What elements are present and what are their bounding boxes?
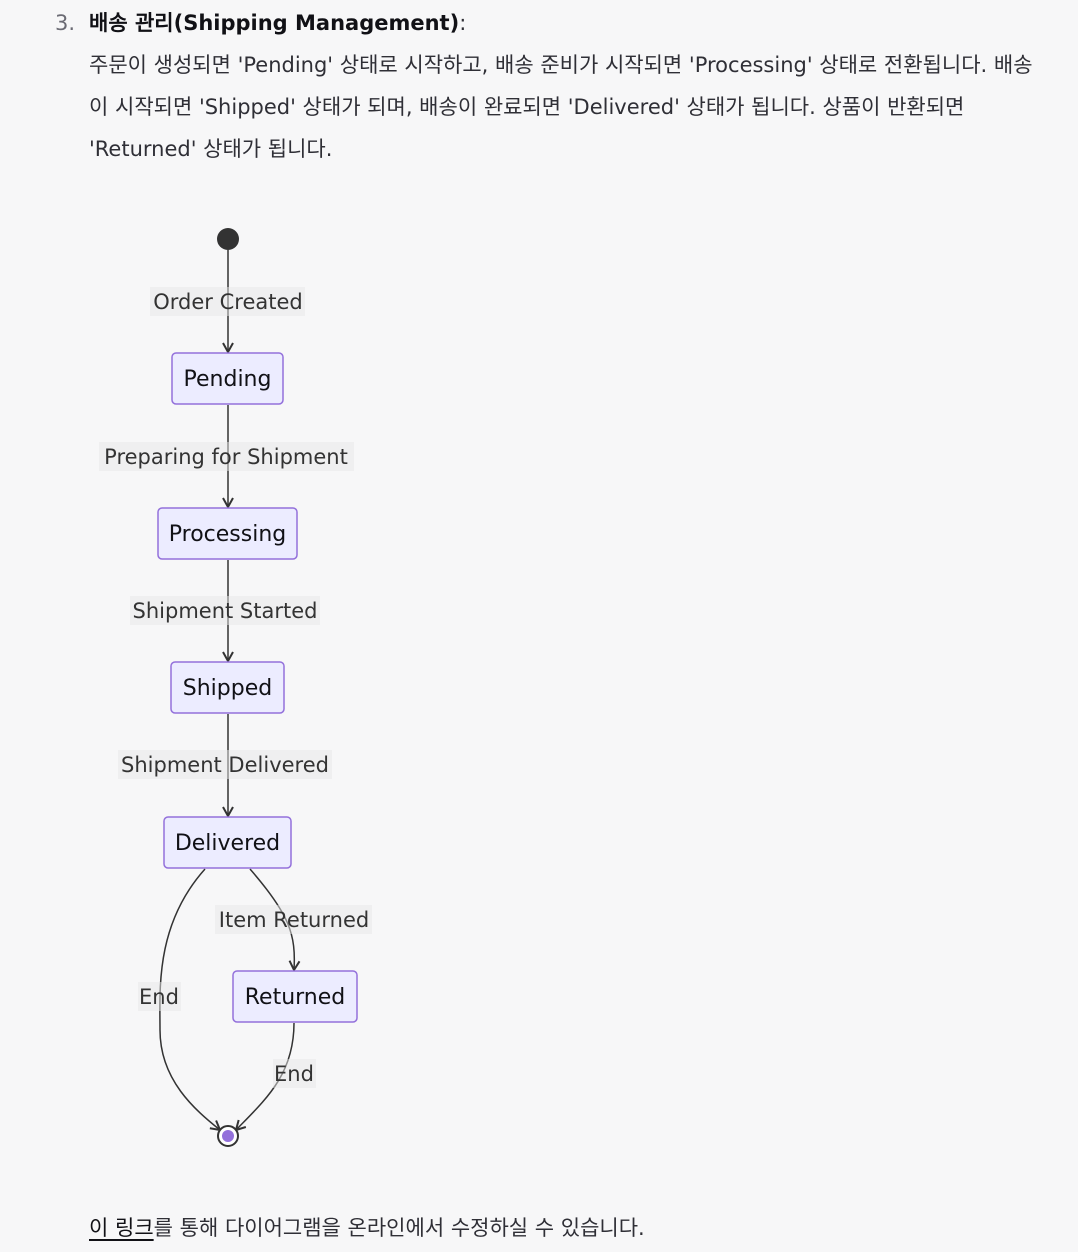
state-processing: Processing: [157, 507, 298, 560]
section-title: 배송 관리(Shipping Management):: [89, 9, 466, 37]
label-end-delivered: End: [139, 985, 179, 1009]
label-bg-order-created: [150, 287, 305, 316]
end-node: [217, 1125, 239, 1147]
end-node-inner: [222, 1130, 234, 1142]
edge-delivered-end: [159, 868, 220, 1130]
label-bg-end-returned: [273, 1059, 316, 1088]
label-end-returned: End: [274, 1062, 314, 1086]
transition-shipment-started: Shipment Started: [130, 596, 320, 625]
state-box-shipped: [170, 661, 285, 714]
state-diagram: Order Created Preparing for Shipment Shi…: [99, 228, 372, 1147]
list-number: 3.: [55, 11, 76, 35]
section-title-colon: :: [459, 11, 467, 35]
label-bg-shipment-delivered: [118, 750, 332, 779]
label-bg-shipment-started: [130, 596, 320, 625]
state-label-delivered: Delivered: [175, 831, 280, 856]
label-shipment-started: Shipment Started: [133, 599, 318, 623]
label-bg-item-returned: [215, 905, 372, 934]
state-returned: Returned: [232, 970, 358, 1023]
label-preparing: Preparing for Shipment: [104, 445, 348, 469]
state-box-delivered: [163, 816, 292, 869]
label-bg-preparing: [99, 442, 354, 471]
start-node: [217, 228, 239, 250]
state-pending: Pending: [171, 352, 284, 405]
label-item-returned: Item Returned: [219, 908, 369, 932]
label-shipment-delivered: Shipment Delivered: [121, 753, 329, 777]
transition-end-from-delivered: End: [138, 982, 181, 1011]
footer-text: 이 링크를 통해 다이어그램을 온라인에서 수정하실 수 있습니다.: [89, 1210, 645, 1246]
transition-shipment-delivered: Shipment Delivered: [118, 750, 332, 779]
state-box-pending: [171, 352, 284, 405]
section-description: 주문이 생성되면 'Pending' 상태로 시작하고, 배송 준비가 시작되면…: [89, 53, 1033, 161]
label-order-created: Order Created: [153, 290, 302, 314]
footer-rest-text: 를 통해 다이어그램을 온라인에서 수정하실 수 있습니다.: [153, 1216, 645, 1240]
transition-order-created: Order Created: [150, 287, 305, 316]
state-box-returned: [232, 970, 358, 1023]
state-label-pending: Pending: [184, 367, 272, 392]
state-delivered: Delivered: [163, 816, 292, 869]
transition-item-returned: Item Returned: [215, 905, 372, 934]
transition-end-from-returned: End: [273, 1059, 316, 1088]
section-title-text: 배송 관리(Shipping Management): [89, 11, 460, 35]
state-label-shipped: Shipped: [183, 676, 272, 701]
label-bg-end-delivered: [138, 982, 181, 1011]
state-shipped: Shipped: [170, 661, 285, 714]
state-box-processing: [157, 507, 298, 560]
state-label-returned: Returned: [245, 985, 346, 1010]
transition-preparing: Preparing for Shipment: [99, 442, 354, 471]
state-label-processing: Processing: [169, 522, 286, 547]
edit-diagram-link[interactable]: 이 링크: [89, 1216, 154, 1240]
